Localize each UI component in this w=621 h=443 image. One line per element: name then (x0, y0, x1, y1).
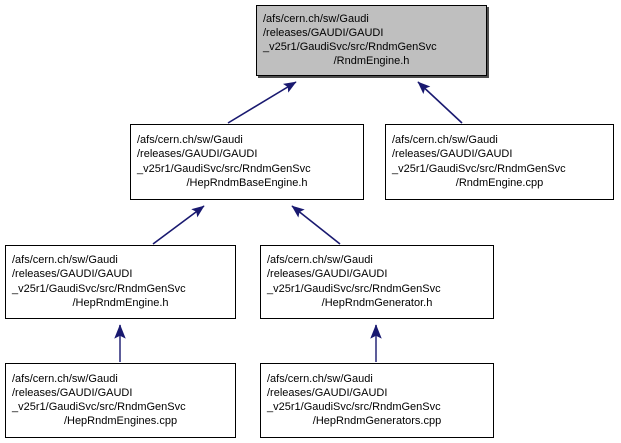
node-heprndmgenerator-h[interactable]: /afs/cern.ch/sw/Gaudi /releases/GAUDI/GA… (260, 245, 494, 319)
node-file-line: /RndmEngine.h (333, 55, 410, 68)
node-path-line: /releases/GAUDI/GAUDI (12, 386, 133, 399)
edge-heprndmgenerator-h-to-heprndmbaseengine-h (291, 205, 341, 245)
node-file-line: /HepRndmEngine.h (72, 296, 169, 309)
node-heprndmgenerators-cpp[interactable]: /afs/cern.ch/sw/Gaudi /releases/GAUDI/GA… (260, 363, 494, 438)
node-path-line: /afs/cern.ch/sw/Gaudi (137, 134, 243, 147)
node-heprndmengines-cpp[interactable]: /afs/cern.ch/sw/Gaudi /releases/GAUDI/GA… (5, 363, 236, 438)
node-path-line: /afs/cern.ch/sw/Gaudi (267, 254, 373, 267)
node-path-line: /afs/cern.ch/sw/Gaudi (263, 12, 369, 25)
node-file-line: /HepRndmGenerators.cpp (312, 415, 442, 428)
node-path-line: _v25r1/GaudiSvc/src/RndmGenSvc (12, 282, 186, 295)
node-path-line: _v25r1/GaudiSvc/src/RndmGenSvc (267, 401, 441, 413)
node-file-line: /HepRndmBaseEngine.h (186, 176, 308, 189)
node-file-line: /HepRndmEngines.cpp (63, 415, 178, 428)
node-path-line: /afs/cern.ch/sw/Gaudi (267, 372, 373, 385)
node-path-line: _v25r1/GaudiSvc/src/RndmGenSvc (12, 401, 186, 413)
node-path-line: /releases/GAUDI/GAUDI (137, 148, 258, 161)
node-file-line: /RndmEngine.cpp (455, 176, 544, 189)
node-path-line: _v25r1/GaudiSvc/src/RndmGenSvc (263, 41, 437, 53)
node-path-line: /afs/cern.ch/sw/Gaudi (12, 254, 118, 267)
node-heprndmengine-h[interactable]: /afs/cern.ch/sw/Gaudi /releases/GAUDI/GA… (5, 245, 236, 319)
node-path-line: /releases/GAUDI/GAUDI (267, 268, 388, 281)
edge-heprndmengine-h-to-heprndmbaseengine-h (152, 205, 205, 245)
node-path-line: /afs/cern.ch/sw/Gaudi (12, 372, 118, 385)
node-path-line: /releases/GAUDI/GAUDI (263, 26, 384, 39)
node-rndmengine-cpp[interactable]: /afs/cern.ch/sw/Gaudi /releases/GAUDI/GA… (385, 124, 614, 200)
node-path-line: _v25r1/GaudiSvc/src/RndmGenSvc (267, 282, 441, 295)
node-path-line: _v25r1/GaudiSvc/src/RndmGenSvc (392, 162, 566, 175)
edge-heprndmbaseengine-h-to-rndmengine-h (227, 81, 297, 124)
node-heprndmbaseengine-h[interactable]: /afs/cern.ch/sw/Gaudi /releases/GAUDI/GA… (130, 124, 364, 200)
node-path-line: /releases/GAUDI/GAUDI (392, 148, 513, 161)
node-path-line: /releases/GAUDI/GAUDI (12, 268, 133, 281)
edge-rndmengine-cpp-to-rndmengine-h (417, 81, 463, 124)
node-path-line: /afs/cern.ch/sw/Gaudi (392, 134, 498, 147)
node-file-line: /HepRndmGenerator.h (321, 296, 433, 309)
node-rndmengine-h[interactable]: /afs/cern.ch/sw/Gaudi /releases/GAUDI/GA… (256, 5, 487, 76)
node-path-line: _v25r1/GaudiSvc/src/RndmGenSvc (137, 162, 311, 175)
node-path-line: /releases/GAUDI/GAUDI (267, 386, 388, 399)
